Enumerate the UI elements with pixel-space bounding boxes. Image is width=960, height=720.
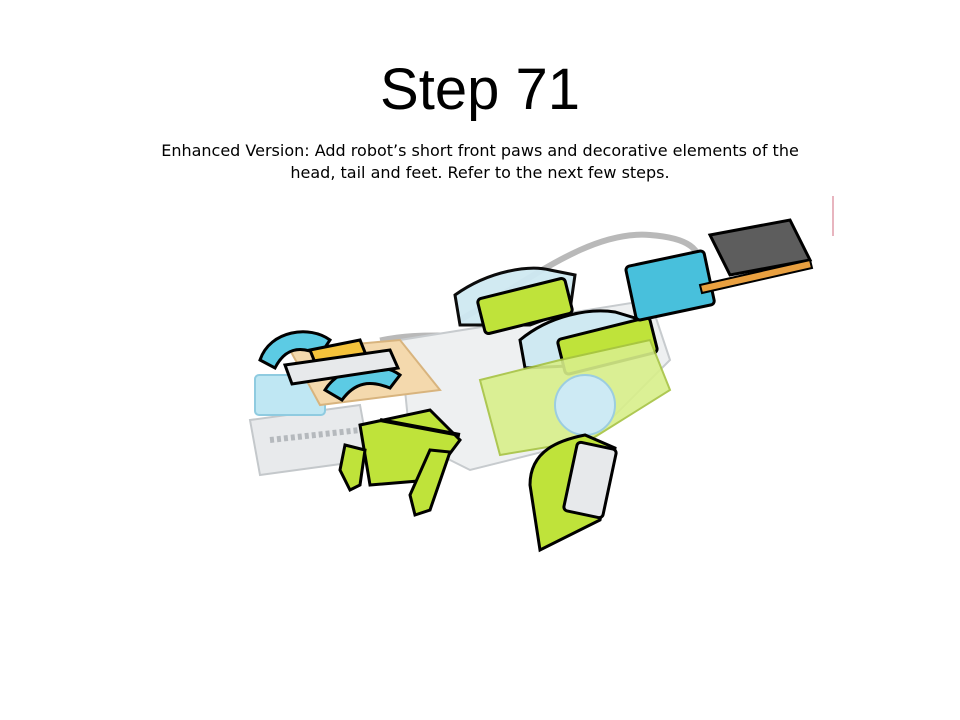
head-grey-plate	[282, 348, 401, 386]
front-paw-axle	[379, 418, 461, 437]
rear-foot-grey-plate	[562, 440, 618, 520]
head-teeth	[269, 427, 361, 443]
back-lime-brick-1	[476, 276, 574, 336]
motor-disc	[554, 374, 616, 436]
robot-build-illustration	[248, 218, 814, 553]
tail-blue-brick	[624, 249, 716, 322]
step-instruction: Enhanced Version: Add robot’s short fron…	[161, 141, 799, 182]
tail-orange-strip	[698, 258, 814, 295]
front-paw-leg-left	[338, 443, 367, 493]
head-blue-arch-1	[258, 330, 333, 371]
front-paw-leg-right	[408, 448, 453, 517]
slide-edge-mark	[832, 196, 834, 236]
step-title: Step 71	[380, 57, 580, 122]
